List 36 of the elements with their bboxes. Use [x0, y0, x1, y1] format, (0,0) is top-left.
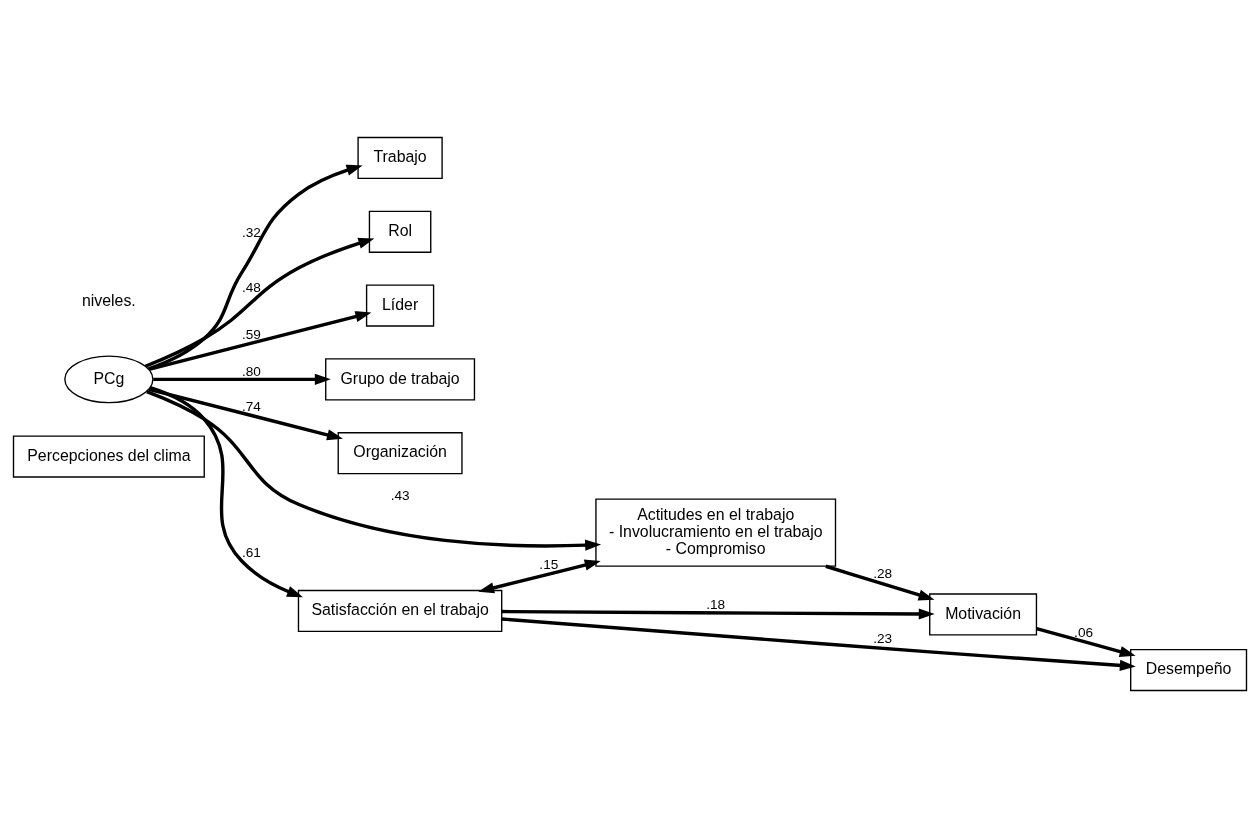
- edge-label: .74: [241, 398, 261, 414]
- edge-label: .61: [241, 544, 261, 560]
- node-ellipse: PCg: [64, 354, 154, 403]
- arrow: [149, 385, 303, 597]
- node-box: Rol: [368, 210, 432, 253]
- arrow: [146, 389, 602, 551]
- edge-label: .43: [390, 487, 410, 503]
- arrow: [148, 310, 372, 371]
- arrow: [153, 373, 331, 385]
- edge-label: .32: [241, 224, 261, 240]
- arrow: [148, 387, 343, 440]
- edge-label: .06: [1074, 624, 1094, 640]
- node-box: Actitudes en el trabajo - Involucramiento en el trabajo - Compromiso: [595, 497, 837, 567]
- arrow: [144, 237, 375, 368]
- node-box: Satisfacción en el trabajo: [297, 589, 503, 632]
- node-box: Motivación: [929, 592, 1038, 635]
- node-box: Percepciones del clima: [12, 434, 205, 478]
- edge-label: .80: [241, 363, 261, 379]
- node-box: Líder: [365, 283, 435, 327]
- arrow: [1036, 626, 1136, 657]
- arrow: [825, 564, 935, 600]
- arrow: [501, 607, 935, 620]
- node-box: Desempeño: [1130, 648, 1248, 691]
- node-box: Organización: [337, 431, 463, 474]
- edge-label: .15: [539, 556, 559, 572]
- label: niveles.: [81, 291, 136, 309]
- arrow: [501, 616, 1136, 671]
- edge-label: .59: [241, 326, 261, 342]
- edge-label: .18: [706, 596, 726, 612]
- arrow: [147, 164, 363, 371]
- edge-label: .48: [241, 279, 261, 294]
- node-box: Grupo de trabajo: [325, 357, 476, 400]
- node-box: Trabajo: [357, 136, 443, 179]
- arrow: [478, 559, 601, 593]
- edge-label: .28: [873, 565, 893, 581]
- edge-label: .23: [873, 630, 893, 646]
